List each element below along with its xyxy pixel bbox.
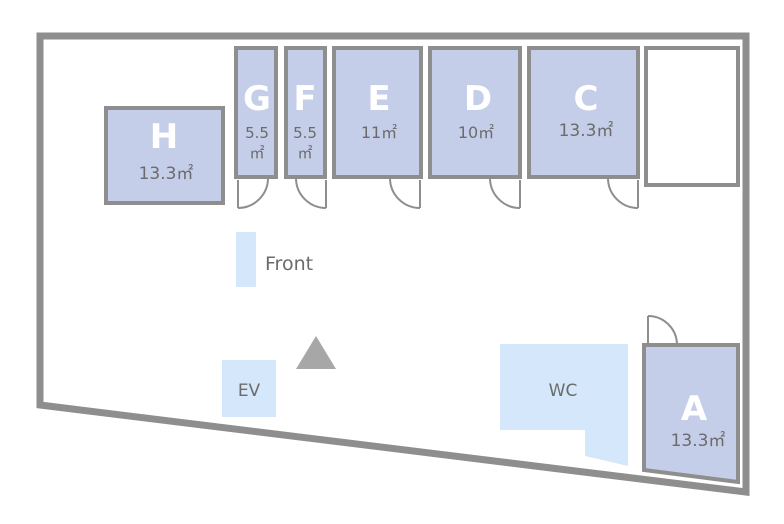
room-e-door: [389, 177, 421, 209]
room-f-area-unit: ㎡: [297, 144, 312, 162]
room-g[interactable]: G 5.5 ㎡: [234, 46, 278, 179]
room-c-door: [607, 177, 639, 209]
room-d[interactable]: D 10㎡: [428, 46, 522, 179]
room-d-area: 10㎡: [458, 123, 494, 142]
you-are-here-icon: [296, 336, 336, 369]
room-d-letter: D: [464, 79, 492, 119]
room-f-letter: F: [293, 79, 316, 119]
elevator: [222, 360, 276, 417]
outer-wall: [36, 32, 750, 496]
room-h-area: 13.3㎡: [139, 164, 194, 184]
room-a-area: 13.3㎡: [671, 431, 726, 451]
room-f[interactable]: F 5.5 ㎡: [284, 46, 327, 179]
room-a-letter: A: [681, 389, 708, 429]
room-e-area: 11㎡: [361, 123, 397, 142]
room-e-letter: E: [367, 79, 390, 119]
room-g-door: [237, 177, 269, 209]
ev-label: EV: [238, 381, 261, 401]
room-a[interactable]: A 13.3㎡: [642, 343, 740, 485]
room-d-door: [489, 177, 521, 209]
unlabeled-room: [644, 46, 740, 187]
room-g-area-value: 5.5: [245, 124, 269, 142]
front-marker: [236, 232, 256, 287]
room-a-door: [647, 315, 678, 346]
room-e[interactable]: E 11㎡: [332, 46, 423, 179]
wc-area: [500, 344, 628, 466]
wc-label: WC: [549, 381, 578, 401]
room-c-letter: C: [574, 79, 599, 119]
front-label: Front: [265, 253, 313, 275]
room-h[interactable]: H 13.3㎡: [104, 106, 225, 205]
room-c-area: 13.3㎡: [559, 121, 614, 141]
room-f-area-value: 5.5: [293, 124, 317, 142]
room-h-letter: H: [150, 117, 178, 157]
room-g-area-unit: ㎡: [249, 144, 264, 162]
room-g-letter: G: [243, 79, 271, 119]
room-f-door: [295, 177, 327, 209]
room-c[interactable]: C 13.3㎡: [527, 46, 640, 179]
